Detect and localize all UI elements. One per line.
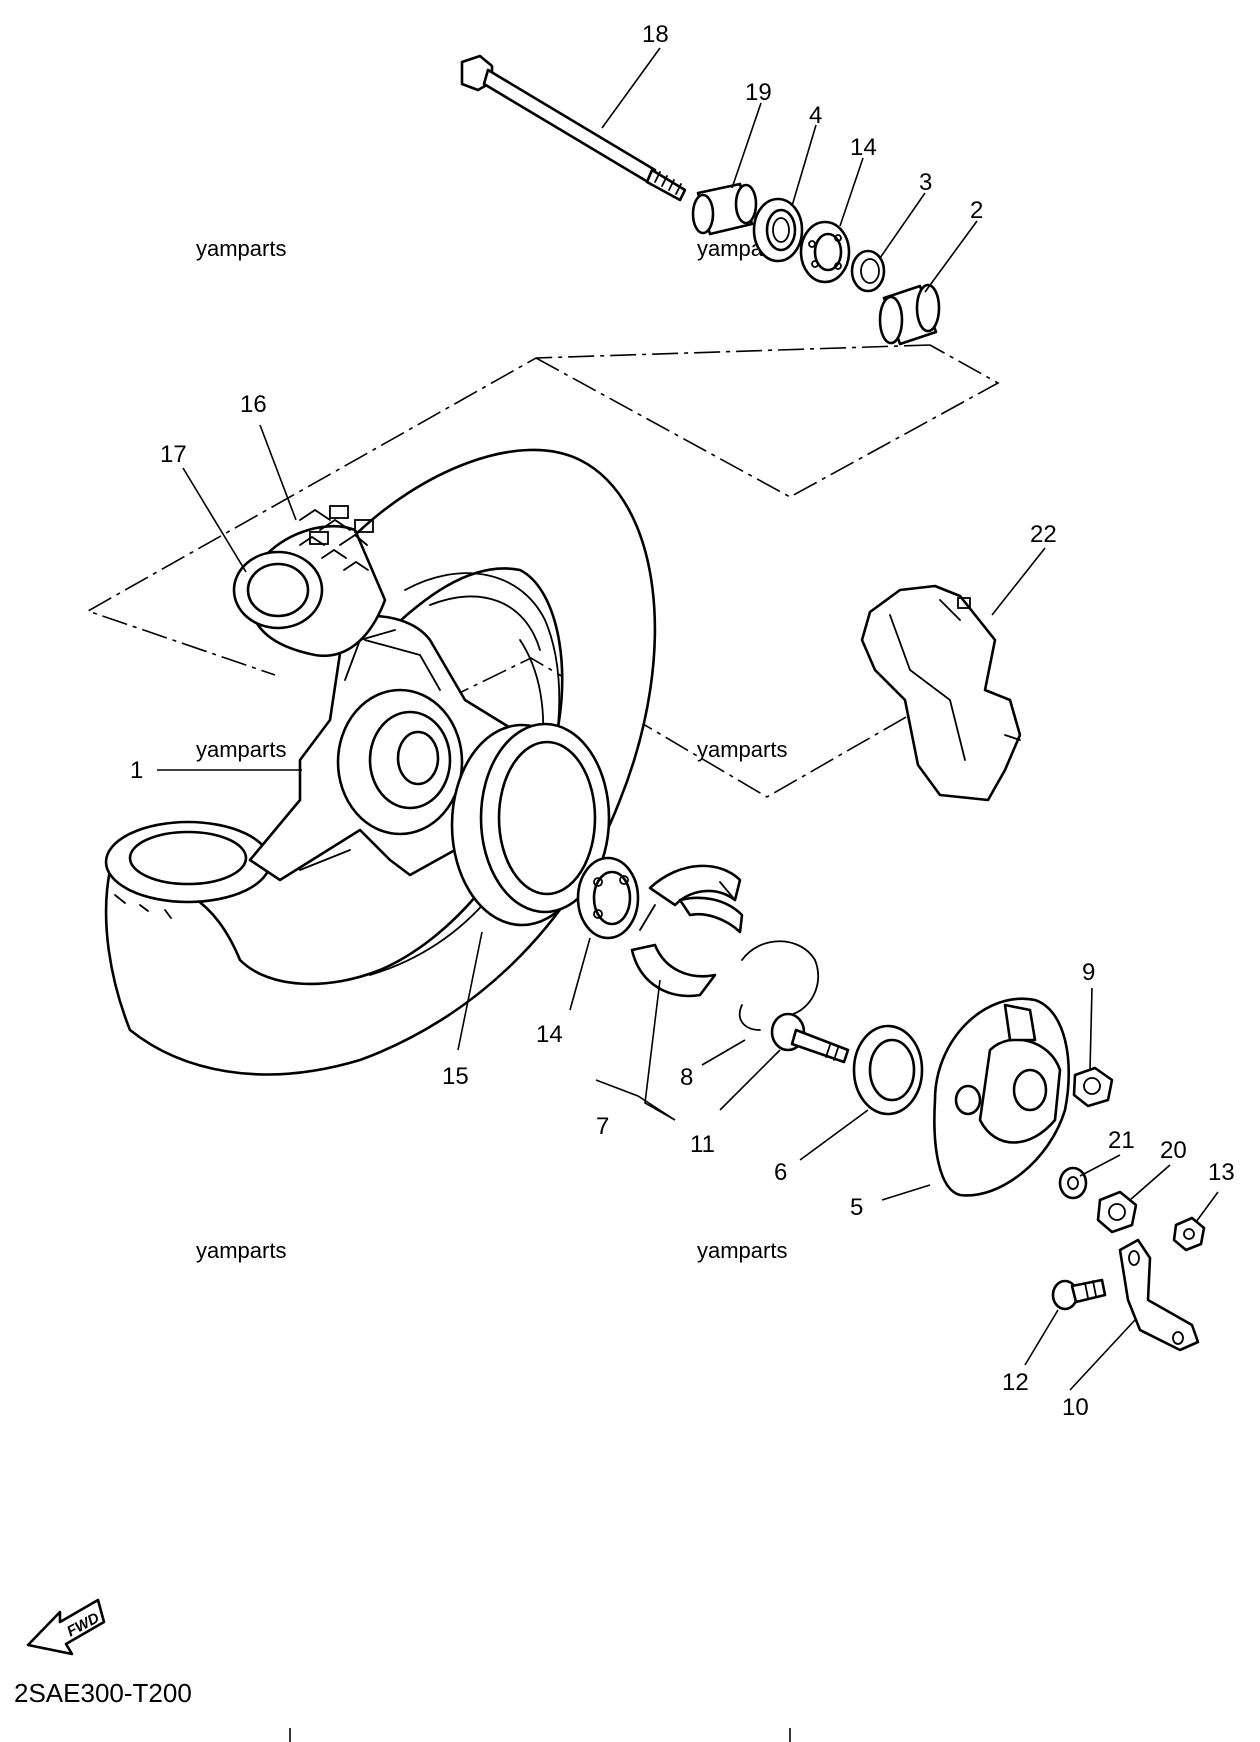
callout-1: 1 <box>130 757 143 784</box>
callout-9: 9 <box>1082 959 1095 986</box>
tire-tube-part-16-17 <box>232 505 387 658</box>
callout-19: 19 <box>745 79 772 106</box>
nut-part-9 <box>1072 1066 1114 1108</box>
callout-5: 5 <box>850 1194 863 1221</box>
callout-6: 6 <box>774 1159 787 1186</box>
callout-20: 20 <box>1160 1137 1187 1164</box>
callout-21: 21 <box>1108 1127 1135 1154</box>
callout-15: 15 <box>442 1063 469 1090</box>
brake-shoe-part-7 <box>630 864 744 998</box>
watermark-1: yamparts <box>196 236 286 261</box>
brake-plate-part-5 <box>933 997 1071 1197</box>
callout-3: 3 <box>919 169 932 196</box>
fwd-arrow-icon: FWD <box>26 1598 106 1656</box>
callout-16: 16 <box>240 391 267 418</box>
axle-part-18 <box>460 54 687 202</box>
callout-18: 18 <box>642 21 669 48</box>
oil-seal-part-4 <box>752 197 804 263</box>
watermark-3: yamparts <box>196 737 286 762</box>
callout-13: 13 <box>1208 1159 1235 1186</box>
collar-part-3 <box>850 249 886 293</box>
washer-part-21 <box>1058 1166 1088 1200</box>
spring-part-8 <box>738 940 820 1031</box>
cover-part-22 <box>860 584 1022 802</box>
watermark-5: yamparts <box>196 1238 286 1263</box>
assembly-dashdot-lines <box>86 344 1000 798</box>
seal-part-15 <box>450 722 611 927</box>
oil-seal-part-6 <box>852 1024 924 1116</box>
nut-part-13 <box>1172 1216 1206 1252</box>
callout-14-lower: 14 <box>536 1021 563 1048</box>
drawing-code: 2SAE300-T200 <box>14 1678 192 1708</box>
callout-17: 17 <box>160 441 187 468</box>
bearing-part-14-top <box>799 220 851 284</box>
watermark-6: yamparts <box>697 1238 787 1263</box>
nut-part-20 <box>1096 1190 1138 1234</box>
bearing-part-14-lower <box>576 856 640 940</box>
bolt-part-12 <box>1051 1278 1107 1311</box>
callout-labels: 18 19 4 14 3 2 16 17 22 1 15 14 7 8 11 6… <box>130 21 1235 1421</box>
spacer-part-19 <box>691 182 758 236</box>
callout-4: 4 <box>809 102 822 129</box>
camshaft-part-11 <box>770 1012 850 1064</box>
spacer-part-2 <box>878 283 941 346</box>
leader-lines <box>157 47 1219 1391</box>
watermark-4: yamparts <box>697 737 787 762</box>
callout-14-top: 14 <box>850 134 877 161</box>
cam-lever-part-10 <box>1118 1238 1200 1352</box>
callout-22: 22 <box>1030 521 1057 548</box>
callout-11: 11 <box>690 1131 715 1158</box>
callout-7: 7 <box>596 1113 609 1140</box>
callout-8: 8 <box>680 1064 693 1091</box>
callout-10: 10 <box>1062 1394 1089 1421</box>
callout-12: 12 <box>1002 1369 1029 1396</box>
callout-2: 2 <box>970 197 983 224</box>
